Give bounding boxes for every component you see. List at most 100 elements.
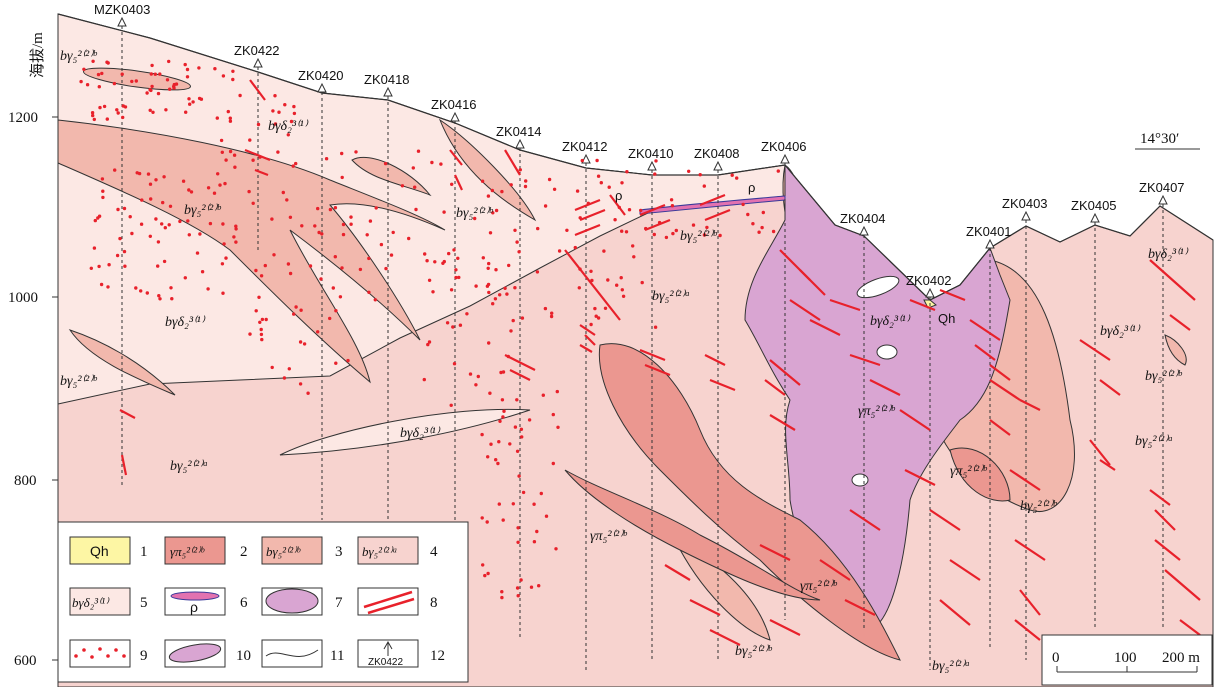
- mineralization-dot: [156, 240, 161, 244]
- label-granodiorite-2: bγδ₂³⁽¹⁾: [165, 315, 206, 330]
- mineralization-dot: [154, 178, 158, 182]
- legend-num-10: 10: [236, 648, 251, 664]
- mineralization-dot: [189, 190, 194, 194]
- borehole-label: ZK0410: [628, 146, 674, 161]
- label-porphyry-4: γπ₅²⁽²⁾ᵇ: [800, 579, 838, 594]
- label-granite-a-3: bγ₅²⁽²⁾ᵃ: [932, 659, 970, 674]
- legend-swatch-granodiorite: [69, 587, 131, 616]
- mineralization-dot: [167, 223, 171, 227]
- vein-segment: [579, 208, 606, 222]
- latitude-mark: 14°30′: [1135, 131, 1200, 150]
- mineralization-dot: [517, 250, 521, 254]
- mineralization-dot: [776, 169, 780, 173]
- mineralization-dot: [187, 233, 191, 237]
- mineralization-dot: [259, 274, 264, 278]
- mineralization-dot: [494, 208, 499, 213]
- mineralization-dot: [383, 161, 388, 166]
- mineralization-dot: [487, 290, 491, 295]
- mineralization-dot: [285, 198, 289, 202]
- mineralization-dot: [515, 449, 520, 453]
- mineralization-dot: [82, 67, 86, 72]
- mineralization-dot: [518, 168, 522, 172]
- mineralization-dot: [620, 288, 624, 292]
- mineralization-dot: [198, 232, 202, 236]
- mineralization-dot: [631, 244, 635, 248]
- mineralization-dot: [91, 113, 95, 118]
- vein-segment: [1009, 469, 1041, 491]
- mineralization-dot: [487, 341, 491, 345]
- mineralization-dot: [516, 526, 520, 530]
- borehole-label: ZK0402: [906, 273, 952, 288]
- vein-segment: [974, 344, 996, 361]
- mineralization-dot: [687, 169, 691, 173]
- legend-label-4: bγ₅²⁽²⁾ᵃ: [362, 544, 398, 559]
- vein-segment: [1079, 339, 1111, 361]
- mineralization-dot: [491, 302, 495, 306]
- mineralization-dot: [400, 184, 405, 188]
- label-granite-a-4: bγ₅²⁽²⁾ᵃ: [1135, 434, 1173, 449]
- mineralization-dot: [170, 297, 174, 301]
- mineralization-dot: [615, 283, 619, 287]
- mineralization-dot: [162, 259, 167, 264]
- mineralization-dot: [281, 190, 285, 195]
- vein-segment: [249, 79, 266, 101]
- mineralization-dot: [271, 109, 275, 113]
- legend-swatch-dots-box: [69, 639, 131, 668]
- mineralization-points-group: [79, 59, 780, 600]
- mineralization-dot: [480, 516, 484, 520]
- mineralization-dot: [367, 290, 371, 294]
- mineralization-dot: [653, 172, 657, 176]
- mineralization-dot: [282, 376, 287, 380]
- mineralization-dot: [222, 242, 226, 246]
- mineralization-dot: [595, 158, 599, 163]
- scale-label-100: 100: [1114, 650, 1137, 666]
- borehole-label: ZK0416: [431, 97, 477, 112]
- legend-label-6: ρ: [190, 599, 198, 615]
- mineralization-dot: [324, 157, 329, 161]
- mineralization-dot: [137, 171, 142, 176]
- legend-swatch-granite-b: [261, 536, 323, 565]
- mineralization-dot: [122, 249, 127, 254]
- borehole-label: ZK0404: [840, 211, 886, 226]
- vein-segment: [449, 149, 463, 166]
- mineralization-dot: [509, 183, 513, 187]
- mineralization-dot: [513, 286, 517, 290]
- vein-segment: [844, 599, 876, 616]
- mineralization-dot: [501, 518, 505, 522]
- legend-swatch-granite-a: [357, 536, 419, 565]
- legend-num-7: 7: [335, 595, 343, 611]
- vein-segment: [939, 288, 966, 302]
- mineralization-dot: [174, 82, 179, 86]
- label-granodiorite-1: bγδ₂³⁽¹⁾: [268, 119, 309, 134]
- vein-segment: [1099, 459, 1116, 471]
- unit-granodiorite-lens: [279, 408, 531, 456]
- mineralization-dot: [556, 425, 560, 429]
- mineralization-dot: [670, 204, 675, 208]
- legend-num-5: 5: [140, 595, 148, 611]
- mineralization-dot: [596, 316, 601, 320]
- mineralization-dot: [224, 158, 228, 162]
- mineralization-dot: [216, 172, 220, 176]
- mineralization-dot: [489, 442, 493, 446]
- mineralization-dot: [447, 251, 451, 256]
- mineralization-dot: [594, 314, 598, 318]
- mineralization-dot: [389, 253, 394, 257]
- mineralization-dot: [454, 268, 458, 272]
- mineralization-dot: [165, 78, 170, 82]
- mineralization-dot: [674, 228, 678, 233]
- mineralization-dot: [299, 308, 303, 312]
- mineralization-dot: [334, 309, 338, 313]
- mineralization-dot: [130, 231, 134, 236]
- mineralization-dot: [288, 271, 293, 276]
- mineralization-dot: [306, 391, 310, 395]
- mineralization-dot: [488, 391, 492, 395]
- mineralization-dot: [162, 175, 166, 179]
- mineralization-dot: [149, 72, 153, 76]
- mineralization-dot: [259, 332, 264, 337]
- mineralization-dot: [358, 267, 363, 272]
- mineralization-dot: [148, 182, 153, 186]
- mineralization-dot: [288, 215, 293, 219]
- mineralization-dot: [220, 262, 225, 266]
- vein-segment: [869, 379, 901, 396]
